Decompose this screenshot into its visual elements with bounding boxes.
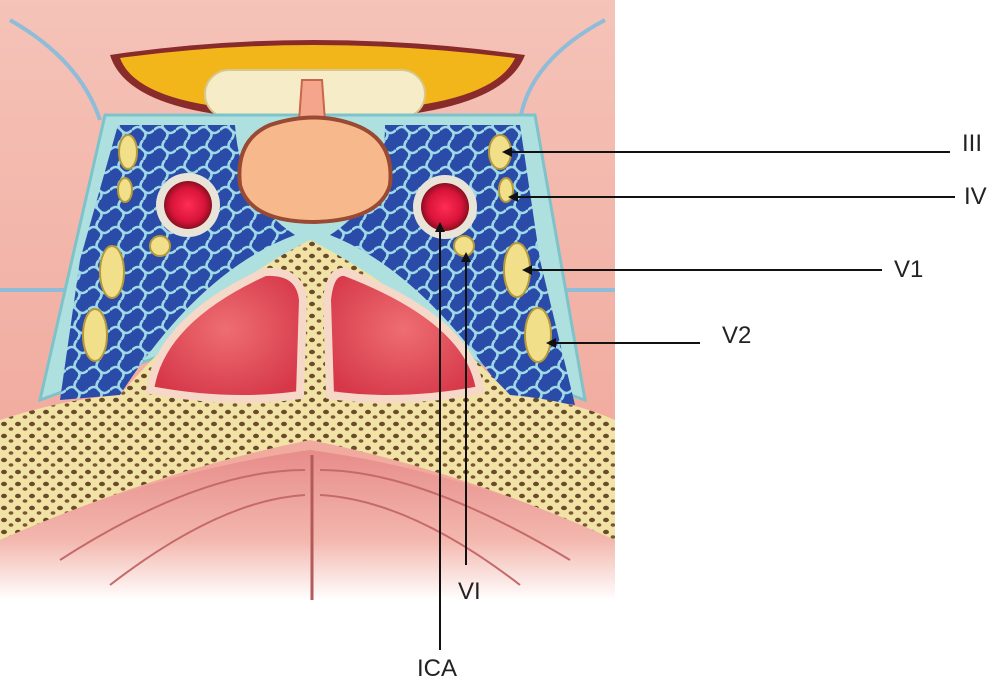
maxillary-nerve-V2 bbox=[525, 308, 551, 362]
label-ICA: ICA bbox=[417, 657, 457, 681]
label-VI: VI bbox=[458, 580, 481, 604]
label-V2: V2 bbox=[722, 324, 751, 348]
label-III: III bbox=[962, 132, 982, 156]
label-V1: V1 bbox=[894, 258, 923, 282]
label-IV: IV bbox=[964, 185, 987, 209]
abducens-nerve-VI bbox=[454, 236, 474, 256]
pituitary-gland bbox=[239, 118, 390, 223]
